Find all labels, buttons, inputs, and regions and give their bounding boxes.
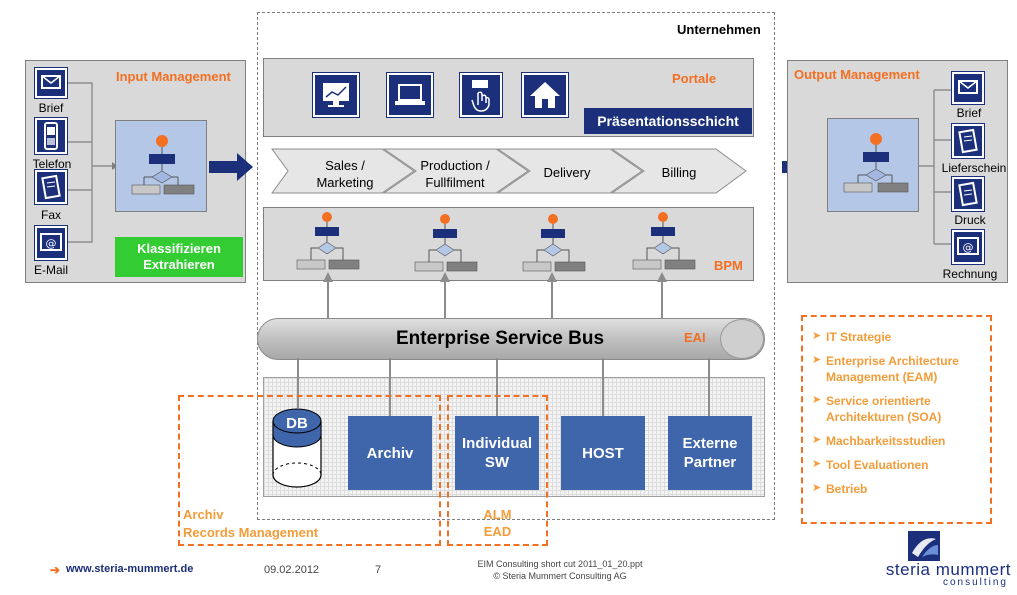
svg-text:@: @ [963,241,974,254]
mobile-touch-icon[interactable] [460,73,502,117]
service-item: ➤Service orientierte Architekturen (SOA) [812,394,942,424]
phone-icon [35,118,67,154]
footer-copyright: © Steria Mummert Consulting AG [493,571,627,581]
portale-title: Portale [672,71,717,86]
service-item: ➤IT Strategie [812,330,892,344]
esb-system-connectors [297,358,710,416]
bpm-workflow-2 [414,214,478,272]
svg-text:@: @ [46,237,57,250]
enterprise-frame [257,12,775,520]
esb-end-cap [720,319,764,359]
esb-label: Enterprise Service Bus [395,328,605,349]
services-box [801,315,992,524]
monitor-icon[interactable] [313,73,359,117]
output-workflow-card [827,118,919,212]
input-channel-telefon: Telefon [32,157,72,171]
praesentationsschicht-label: Präsentationsschicht [584,108,752,134]
klassifizieren-extrahieren-box: Klassifizieren Extrahieren [115,237,243,277]
process-step-billing: Billing [661,165,697,180]
bpm-workflow-3 [522,214,586,272]
process-step-delivery: Delivery [543,165,591,180]
steria-logo-icon [908,531,940,561]
process-step-sales: Sales / Marketing [316,158,374,190]
input-workflow-card [115,120,207,212]
output-channel-druck: Druck [954,213,986,227]
process-step-production-shape [382,148,529,194]
laptop-icon[interactable] [387,73,433,117]
bpm-workflows [296,212,696,272]
eai-label: EAI [684,330,706,345]
logo-sub-text: consulting [942,577,1008,588]
bpm-workflow-4 [632,212,696,270]
service-item: ➤Enterprise Architecture Management (EAM… [812,354,959,384]
input-to-enterprise-arrow [209,153,253,181]
process-step-delivery-shape [496,148,643,194]
db-label: DB [286,415,308,432]
output-channel-brief: Brief [956,106,982,120]
delivery-note-icon [952,124,984,158]
system-host[interactable]: HOST [561,416,645,490]
footer-url[interactable]: www.steria-mummert.de [66,563,194,575]
letter-icon [952,72,984,104]
output-management-title: Output Management [794,67,920,82]
alm-zone [447,395,548,546]
process-step-production: Production / Fullfilment [420,158,490,190]
input-channel-fax: Fax [40,208,61,222]
service-item: ➤Betrieb [812,482,868,496]
invoice-icon: @ [952,230,984,264]
enterprise-service-bus [257,318,765,360]
input-channel-brief: Brief [38,101,64,115]
bpm-label: BPM [714,258,743,273]
esb-to-bpm-arrows [323,272,667,320]
logo-main-text: steria mummert [885,560,1011,579]
system-individual-sw[interactable]: Individual SW [455,416,539,490]
letter-icon [35,68,67,98]
process-step-sales-shape [271,148,415,194]
process-step-billing-shape [610,148,747,194]
print-icon [952,177,984,211]
alm-zone-label: ALM EAD [483,507,512,539]
archiv-zone [178,395,441,546]
footer-file: EIM Consulting short cut 2011_01_20.ppt [477,559,643,569]
bpm-workflow-1 [296,212,360,270]
footer-date: 09.02.2012 [264,564,320,576]
input-management-title: Input Management [116,69,231,84]
output-channel-lieferschein: Lieferschein [941,161,1007,175]
home-icon[interactable] [522,73,568,117]
fax-icon [35,170,67,204]
service-item: ➤Machbarkeitsstudien [812,434,946,448]
output-connectors [918,89,952,245]
input-connectors [68,82,118,243]
footer-page-number: 7 [375,564,382,576]
services-list: ➤IT Strategie ➤Enterprise Architecture M… [812,329,990,497]
system-externe-partner[interactable]: Externe Partner [668,416,752,490]
process-chevron-bar [271,148,747,194]
enterprise-label: Unternehmen [677,22,761,37]
archiv-zone-label: Archiv Records Management [183,507,319,540]
output-channel-rechnung: Rechnung [942,267,998,281]
db-cylinder-icon [272,408,322,488]
system-archiv[interactable]: Archiv [348,416,432,490]
email-icon: @ [35,226,67,260]
service-item: ➤Tool Evaluationen [812,458,929,472]
input-channel-email: E-Mail [33,263,68,277]
footer-arrow-icon: ➔ [50,563,61,577]
